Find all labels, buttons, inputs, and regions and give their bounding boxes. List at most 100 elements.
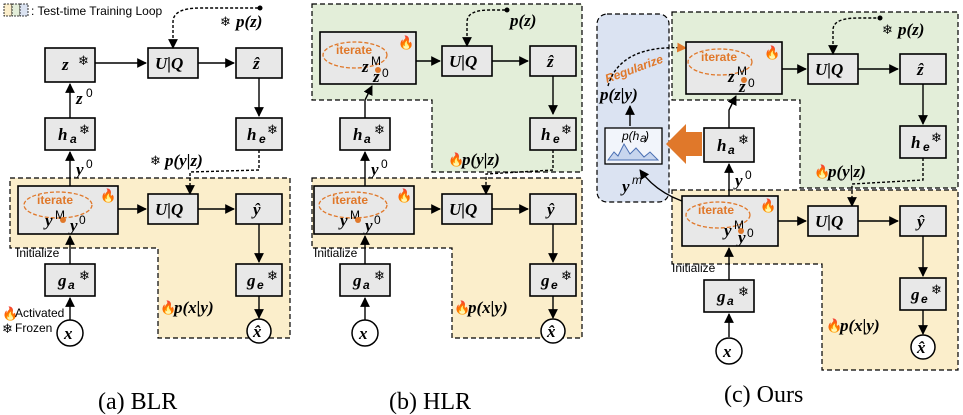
panel-a-ga-label: g [57, 271, 67, 290]
flame-icon: 🔥 [814, 164, 830, 180]
panel-a-xhat-label: x̂ [252, 322, 262, 341]
svg-text:0: 0 [381, 157, 388, 171]
svg-text:0: 0 [382, 66, 389, 80]
svg-text:a: a [728, 143, 735, 157]
svg-text:U|Q: U|Q [449, 200, 477, 219]
svg-text:p(x|y): p(x|y) [838, 316, 880, 335]
snowflake-icon: ❄ [267, 123, 278, 138]
svg-text:y: y [722, 221, 732, 240]
svg-text:ŷ: ŷ [545, 200, 555, 219]
panel-c-ha-box [703, 127, 755, 163]
panel-a-xhat-node [246, 318, 272, 344]
svg-text:iterate: iterate [701, 50, 737, 64]
svg-text:z: z [727, 67, 735, 86]
flame-icon: 🔥 [764, 45, 780, 61]
svg-text:z: z [361, 57, 369, 76]
svg-text:M: M [734, 218, 744, 232]
legend: : Test-time Training Loop 🔥 Activated ❄ … [2, 3, 163, 337]
svg-text:): ) [643, 129, 649, 143]
flame-icon: 🔥 [454, 300, 470, 316]
snowflake-icon: ❄ [561, 269, 572, 284]
legend-green-swatch [11, 3, 21, 17]
snowflake-icon: ❄ [150, 154, 161, 169]
panel-a-initialize-label: Initialize [16, 246, 60, 260]
snowflake-icon: ❄ [561, 123, 572, 138]
panel-b-caption: (b) HLR [389, 389, 471, 415]
panel-a-pz-arrow [168, 7, 258, 49]
panel-a-pyz-label: p(y|z) [163, 151, 203, 170]
panel-a-dot [60, 217, 66, 223]
panel-c-ge-box [899, 277, 947, 311]
legend-yellow-swatch [3, 3, 13, 17]
panel-a-ha-box [44, 117, 96, 151]
svg-text:x: x [358, 324, 368, 343]
panel-a-uq2-box [147, 193, 199, 225]
svg-text:a: a [727, 294, 734, 308]
legend-blue-swatch [19, 3, 29, 17]
svg-text:x̂: x̂ [916, 338, 926, 357]
panel-c-caption: (c) Ours [724, 382, 803, 408]
panel-b-pz-arrow [462, 9, 505, 47]
panel-a-he-label: h [247, 125, 256, 144]
panel-a: z ❄ U|Q ẑ ❄ p(z) h a ❄ z 0 h e ❄ ❄ p(y|z… [9, 5, 291, 415]
svg-text:x̂: x̂ [546, 322, 556, 341]
panel-b-ha-box [339, 117, 391, 151]
panel-b: 🔥 iterate z M z 0 U|Q ẑ p(z) h a ❄ h e ❄… [311, 3, 583, 415]
svg-text:0: 0 [374, 213, 381, 227]
panel-a-pyz-arrow [185, 150, 260, 195]
panel-c-distribution-curve [607, 142, 660, 161]
snowflake-icon: ❄ [931, 283, 942, 298]
svg-text:p(h: p(h [621, 129, 640, 143]
flame-icon: 🔥 [160, 300, 176, 316]
panel-a-uq-label: U|Q [155, 54, 183, 73]
snowflake-icon: ❄ [882, 23, 893, 38]
snowflake-icon: ❄ [79, 269, 90, 284]
svg-text:a: a [640, 131, 647, 145]
legend-activated-text: Activated [15, 306, 64, 320]
panel-a-z0-label: z [75, 89, 83, 108]
panel-c-pyz-arrow [847, 158, 924, 207]
svg-text:e: e [923, 140, 930, 154]
svg-text:g: g [540, 271, 550, 290]
legend-loop-text: : Test-time Training Loop [31, 4, 163, 18]
snowflake-icon: ❄ [220, 15, 231, 30]
svg-text:z: z [738, 77, 746, 96]
svg-text:p(z): p(z) [508, 11, 536, 30]
svg-text:y: y [363, 216, 373, 235]
svg-text:0: 0 [748, 76, 755, 90]
svg-text:M: M [371, 54, 381, 68]
panel-c-arrow [727, 95, 737, 128]
svg-text:g: g [910, 285, 920, 304]
flame-icon: 🔥 [398, 35, 414, 51]
panel-a-y0-label: y [74, 160, 84, 179]
flame-icon: 🔥 [2, 306, 18, 322]
svg-text:a: a [68, 278, 75, 292]
panel-a-z-box [44, 47, 96, 83]
svg-text:h: h [717, 136, 726, 155]
svg-text:U|Q: U|Q [449, 52, 477, 71]
panel-c-ym-label: y [620, 177, 630, 196]
svg-text:iterate: iterate [336, 43, 372, 57]
panel-a-caption: (a) BLR [98, 389, 177, 415]
panel-a-z-label: z [61, 55, 69, 74]
svg-text:0: 0 [79, 213, 86, 227]
panel-b-ga-box [339, 263, 391, 297]
panel-a-zhat-box [235, 47, 283, 79]
snowflake-icon: ❄ [78, 54, 89, 69]
svg-text:a: a [363, 278, 370, 292]
svg-text:e: e [921, 292, 928, 306]
svg-text:h: h [541, 125, 550, 144]
svg-text:0: 0 [86, 157, 93, 171]
svg-text:a: a [364, 132, 371, 146]
svg-text:0: 0 [747, 226, 754, 240]
svg-text:h: h [353, 125, 362, 144]
snowflake-icon: ❄ [267, 269, 278, 284]
svg-text:y: y [369, 160, 379, 179]
svg-text:Initialize: Initialize [672, 261, 716, 275]
panel-c-he-box [899, 125, 947, 159]
panel-a-ga-box [44, 263, 96, 297]
flame-icon: 🔥 [760, 198, 776, 214]
panel-b-uq-box [441, 45, 493, 77]
panel-c-regularize-arrow [607, 42, 687, 87]
